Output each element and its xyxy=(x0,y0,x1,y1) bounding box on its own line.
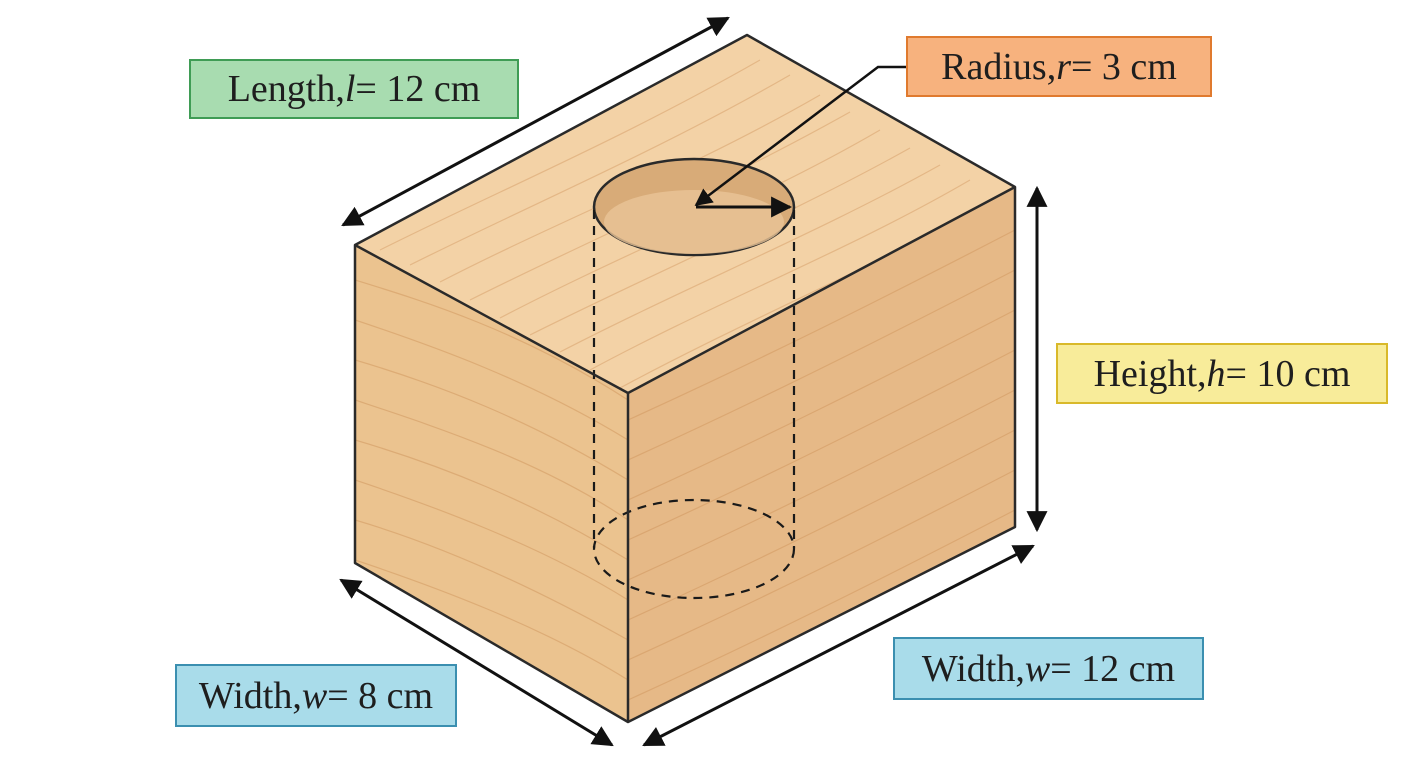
length-label-var: l xyxy=(344,68,356,110)
radius-label: Radius, r = 3 cm xyxy=(906,36,1212,97)
height-label: Height, h = 10 cm xyxy=(1056,343,1388,404)
width-side-label: Width, w = 12 cm xyxy=(893,637,1204,700)
block-outline xyxy=(353,33,1017,724)
width-side-label-var: w xyxy=(1024,647,1051,690)
height-label-value: = 10 cm xyxy=(1225,352,1351,395)
width-side-dimension-arrow xyxy=(642,544,1035,747)
length-label-value: = 12 cm xyxy=(355,68,481,110)
width-front-label-prefix: Width, xyxy=(198,674,302,717)
width-front-label-value: = 8 cm xyxy=(327,674,434,717)
width-side-label-value: = 12 cm xyxy=(1050,647,1176,690)
length-dimension-arrow xyxy=(341,16,730,227)
radius-label-var: r xyxy=(1056,45,1071,88)
width-side-label-prefix: Width, xyxy=(921,647,1025,690)
length-label: Length, l = 12 cm xyxy=(189,59,519,119)
width-front-dimension-arrow xyxy=(339,578,614,747)
width-front-label: Width, w = 8 cm xyxy=(175,664,457,727)
radius-leader xyxy=(694,65,906,207)
height-label-var: h xyxy=(1206,352,1226,395)
height-label-prefix: Height, xyxy=(1093,352,1207,395)
width-front-label-var: w xyxy=(301,674,328,717)
length-label-prefix: Length, xyxy=(227,68,345,110)
radius-label-value: = 3 cm xyxy=(1071,45,1177,88)
radius-label-prefix: Radius, xyxy=(941,45,1057,88)
